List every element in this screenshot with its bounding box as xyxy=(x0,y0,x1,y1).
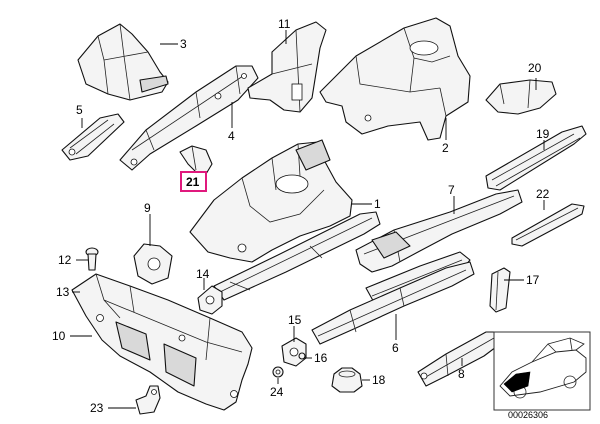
callout-1: 1 xyxy=(374,197,381,211)
part-9-plate-bracket[interactable] xyxy=(133,243,173,285)
part-18-rubber-mount[interactable] xyxy=(331,367,363,393)
callout-labels: 3 5 4 11 2 20 19 22 1 7 9 14 12 13 10 23… xyxy=(52,17,550,415)
part-20-bracket[interactable] xyxy=(485,79,557,115)
callout-10: 10 xyxy=(52,329,66,343)
vehicle-location-thumbnail: 00026306 xyxy=(493,331,591,420)
callout-3: 3 xyxy=(180,37,187,51)
part-15-flange[interactable] xyxy=(281,337,307,367)
callout-19: 19 xyxy=(536,127,550,141)
callout-2: 2 xyxy=(442,141,449,155)
part-21-highlighted-bracket[interactable] xyxy=(179,145,213,175)
callout-14: 14 xyxy=(196,267,210,281)
part-8-rear-bracket[interactable] xyxy=(417,331,501,387)
part-7-long-rail[interactable] xyxy=(355,189,523,273)
callout-6: 6 xyxy=(392,341,399,355)
callout-4: 4 xyxy=(228,129,235,143)
part-11-pillar-bracket[interactable] xyxy=(247,21,327,113)
part-23-mount[interactable] xyxy=(135,385,161,415)
leader-lines xyxy=(70,30,545,409)
callout-8: 8 xyxy=(458,367,465,381)
callout-16: 16 xyxy=(314,351,328,365)
callout-12: 12 xyxy=(58,253,72,267)
callout-9: 9 xyxy=(144,201,151,215)
callout-20: 20 xyxy=(528,61,542,75)
callout-21-highlight[interactable]: 21 xyxy=(180,171,207,192)
callout-18: 18 xyxy=(372,373,386,387)
part-22-bar[interactable] xyxy=(511,203,585,247)
part-24-nut[interactable] xyxy=(272,366,284,378)
part-1-wheelhouse-left[interactable] xyxy=(189,139,353,263)
callout-21: 21 xyxy=(186,175,200,189)
callout-24: 24 xyxy=(270,385,284,399)
part-2-wheelhouse-right[interactable] xyxy=(319,17,471,141)
callout-22: 22 xyxy=(536,187,550,201)
part-12-push-pin[interactable] xyxy=(85,247,99,271)
part-1-lower-rail[interactable] xyxy=(213,211,381,301)
callout-11: 11 xyxy=(278,17,291,31)
part-19-rail-strip[interactable] xyxy=(485,125,587,191)
part-6-lower-member[interactable] xyxy=(311,261,475,345)
reference-code: 00026306 xyxy=(508,410,548,420)
callout-15: 15 xyxy=(288,313,302,327)
part-5-bracket[interactable] xyxy=(61,113,125,161)
callout-13: 13 xyxy=(56,285,70,299)
part-4-upper-rail[interactable] xyxy=(119,65,259,171)
callout-5: 5 xyxy=(76,103,83,117)
callout-17: 17 xyxy=(526,273,540,287)
callout-7: 7 xyxy=(448,183,455,197)
part-3-wheelhouse-cap[interactable] xyxy=(77,23,169,101)
callout-23: 23 xyxy=(90,401,104,415)
part-16-bolt[interactable] xyxy=(298,352,306,360)
part-10-front-carrier[interactable] xyxy=(71,273,253,411)
part-17-bracket[interactable] xyxy=(489,267,511,313)
part-14-mount-flange[interactable] xyxy=(197,285,223,315)
